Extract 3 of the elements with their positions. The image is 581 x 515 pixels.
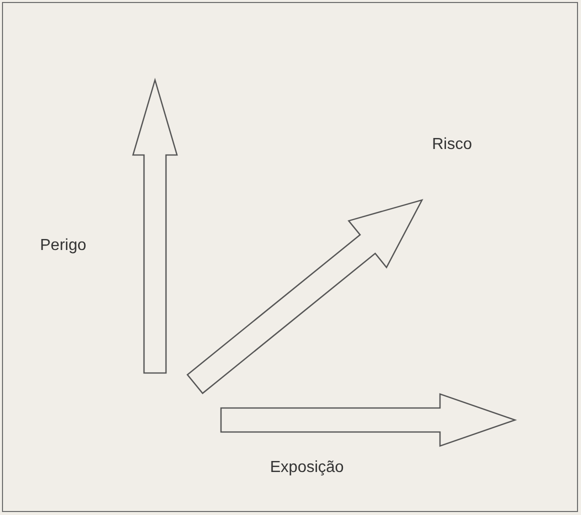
axis-label: Exposição — [270, 458, 344, 478]
axis-label: Risco — [432, 135, 472, 155]
axis-label: Perigo — [40, 236, 86, 256]
